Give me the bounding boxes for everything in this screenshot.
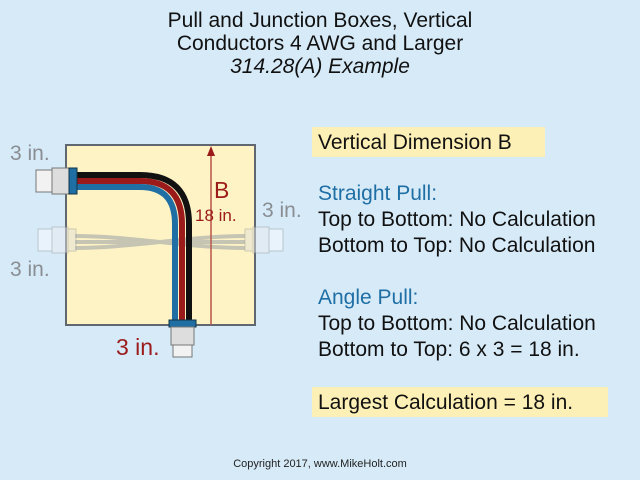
result-highlight	[312, 387, 608, 417]
title-line-2: Conductors 4 AWG and Larger	[176, 32, 464, 55]
result-text: Largest Calculation = 18 in.	[318, 391, 574, 414]
angle-pull-line-2: Bottom to Top: 6 x 3 = 18 in.	[318, 338, 580, 361]
right-connector-icon	[244, 226, 284, 254]
angle-pull-conductors	[75, 172, 192, 320]
title-line-3: 314.28(A) Example	[230, 55, 410, 78]
straight-pull-line-1: Top to Bottom: No Calculation	[318, 208, 596, 231]
heading-highlight	[312, 127, 545, 157]
straight-pull-conductors	[74, 234, 246, 250]
title-line-1: Pull and Junction Boxes, Vertical	[167, 9, 473, 32]
left-lower-connector-icon	[37, 226, 77, 254]
copyright: Copyright 2017, www.MikeHolt.com	[233, 458, 407, 470]
straight-pull-label: Straight Pull:	[318, 182, 438, 205]
straight-pull-line-2: Bottom to Top: No Calculation	[318, 234, 596, 257]
dimension-letter: B	[214, 177, 230, 203]
left-top-dimension-label: 3 in.	[10, 142, 50, 165]
dimension-value: 18 in.	[195, 206, 237, 225]
bottom-connector-icon	[168, 319, 197, 358]
arrow-up-icon	[207, 146, 215, 156]
left-upper-connector-icon	[35, 167, 78, 195]
explanation-heading: Vertical Dimension B	[318, 131, 512, 154]
angle-pull-line-1: Top to Bottom: No Calculation	[318, 312, 596, 335]
left-bottom-dimension-label: 3 in.	[10, 258, 50, 281]
angle-pull-label: Angle Pull:	[318, 286, 419, 309]
bottom-dimension-label: 3 in.	[116, 334, 160, 360]
right-dimension-label: 3 in.	[262, 199, 302, 222]
